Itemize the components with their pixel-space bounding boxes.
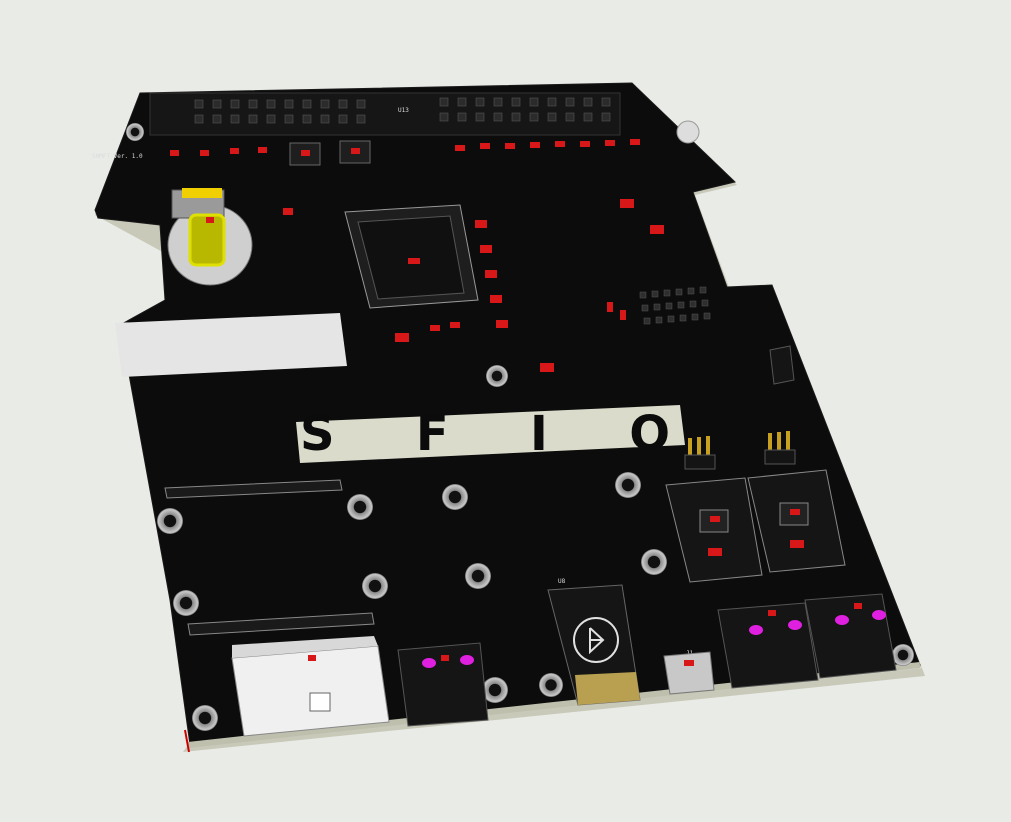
silk-text-u13: U13 [398, 107, 409, 114]
pin-header-left [164, 479, 375, 636]
driver-module-right [747, 469, 846, 573]
top-components [170, 139, 640, 166]
pad-grid [639, 286, 711, 325]
usb-c-icon [663, 651, 715, 695]
connector-6pin-a [717, 602, 819, 689]
battery-holder-icon [167, 188, 253, 286]
silk-text-header: SHMFT Ver. 1.0 [92, 153, 143, 160]
power-connector [231, 636, 390, 737]
board-logo: SFIO [296, 405, 685, 463]
small-part [769, 345, 795, 385]
mcu-chip [344, 204, 479, 309]
connector-4pin-left [397, 642, 489, 727]
bluetooth-module [547, 584, 641, 706]
jumper-headers [684, 431, 796, 470]
driver-module-left [665, 477, 763, 583]
pin-header-top [149, 92, 621, 136]
mcu-periphery [283, 199, 664, 372]
silk-text-u8: U8 [558, 578, 566, 585]
mounting-holes [126, 120, 914, 731]
label-area [115, 313, 347, 377]
connector-6pin-b [804, 593, 897, 679]
bluetooth-icon [589, 627, 605, 655]
